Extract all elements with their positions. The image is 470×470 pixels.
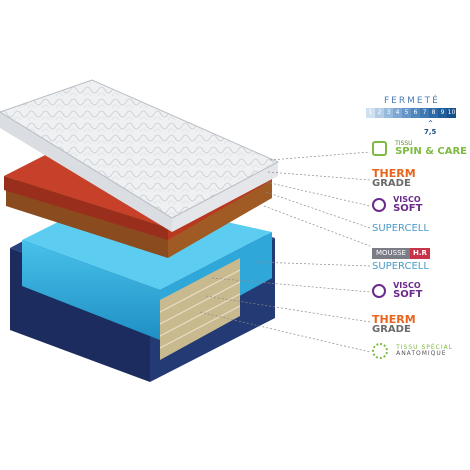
leaf-icon [372,342,388,359]
firmness-title: FERMETÉ [384,96,440,106]
firmness-step: 2 [375,108,384,118]
leader-lines [199,151,371,353]
firmness-step: 1 [366,108,375,118]
visco-soft-label-2: VISCO SOFT [372,282,422,300]
supercell-label-2: SUPERCELL [372,261,429,272]
visco-soft-label-1: VISCO SOFT [372,196,422,214]
firmness-marker-icon: ^ [428,120,434,127]
firmness-step: 7 [420,108,429,118]
firmness-step: 3 [384,108,393,118]
firmness-step: 9 [438,108,447,118]
supercell-label-1: SUPERCELL [372,223,429,234]
tissu-special-label: TISSU SPÉCIAL ANATOMIQUE [372,342,453,359]
firmness-value: 7,5 [424,128,437,136]
visco-icon [372,198,386,212]
cutaway-core [159,258,241,360]
thermo-grade-label-2: THERM GRADE [372,313,416,335]
quilted-top-layer [0,79,280,232]
firmness-step: 10 [447,108,456,118]
firmness-step: 8 [429,108,438,118]
firmness-step: 5 [402,108,411,118]
spin-care-icon [372,141,387,156]
firmness-step: 6 [411,108,420,118]
thermo-grade-label-1: THERM GRADE [372,167,416,189]
visco-icon [372,284,386,298]
firmness-step: 4 [393,108,402,118]
spin-care-label: TISSU SPIN & CARE [372,140,467,157]
